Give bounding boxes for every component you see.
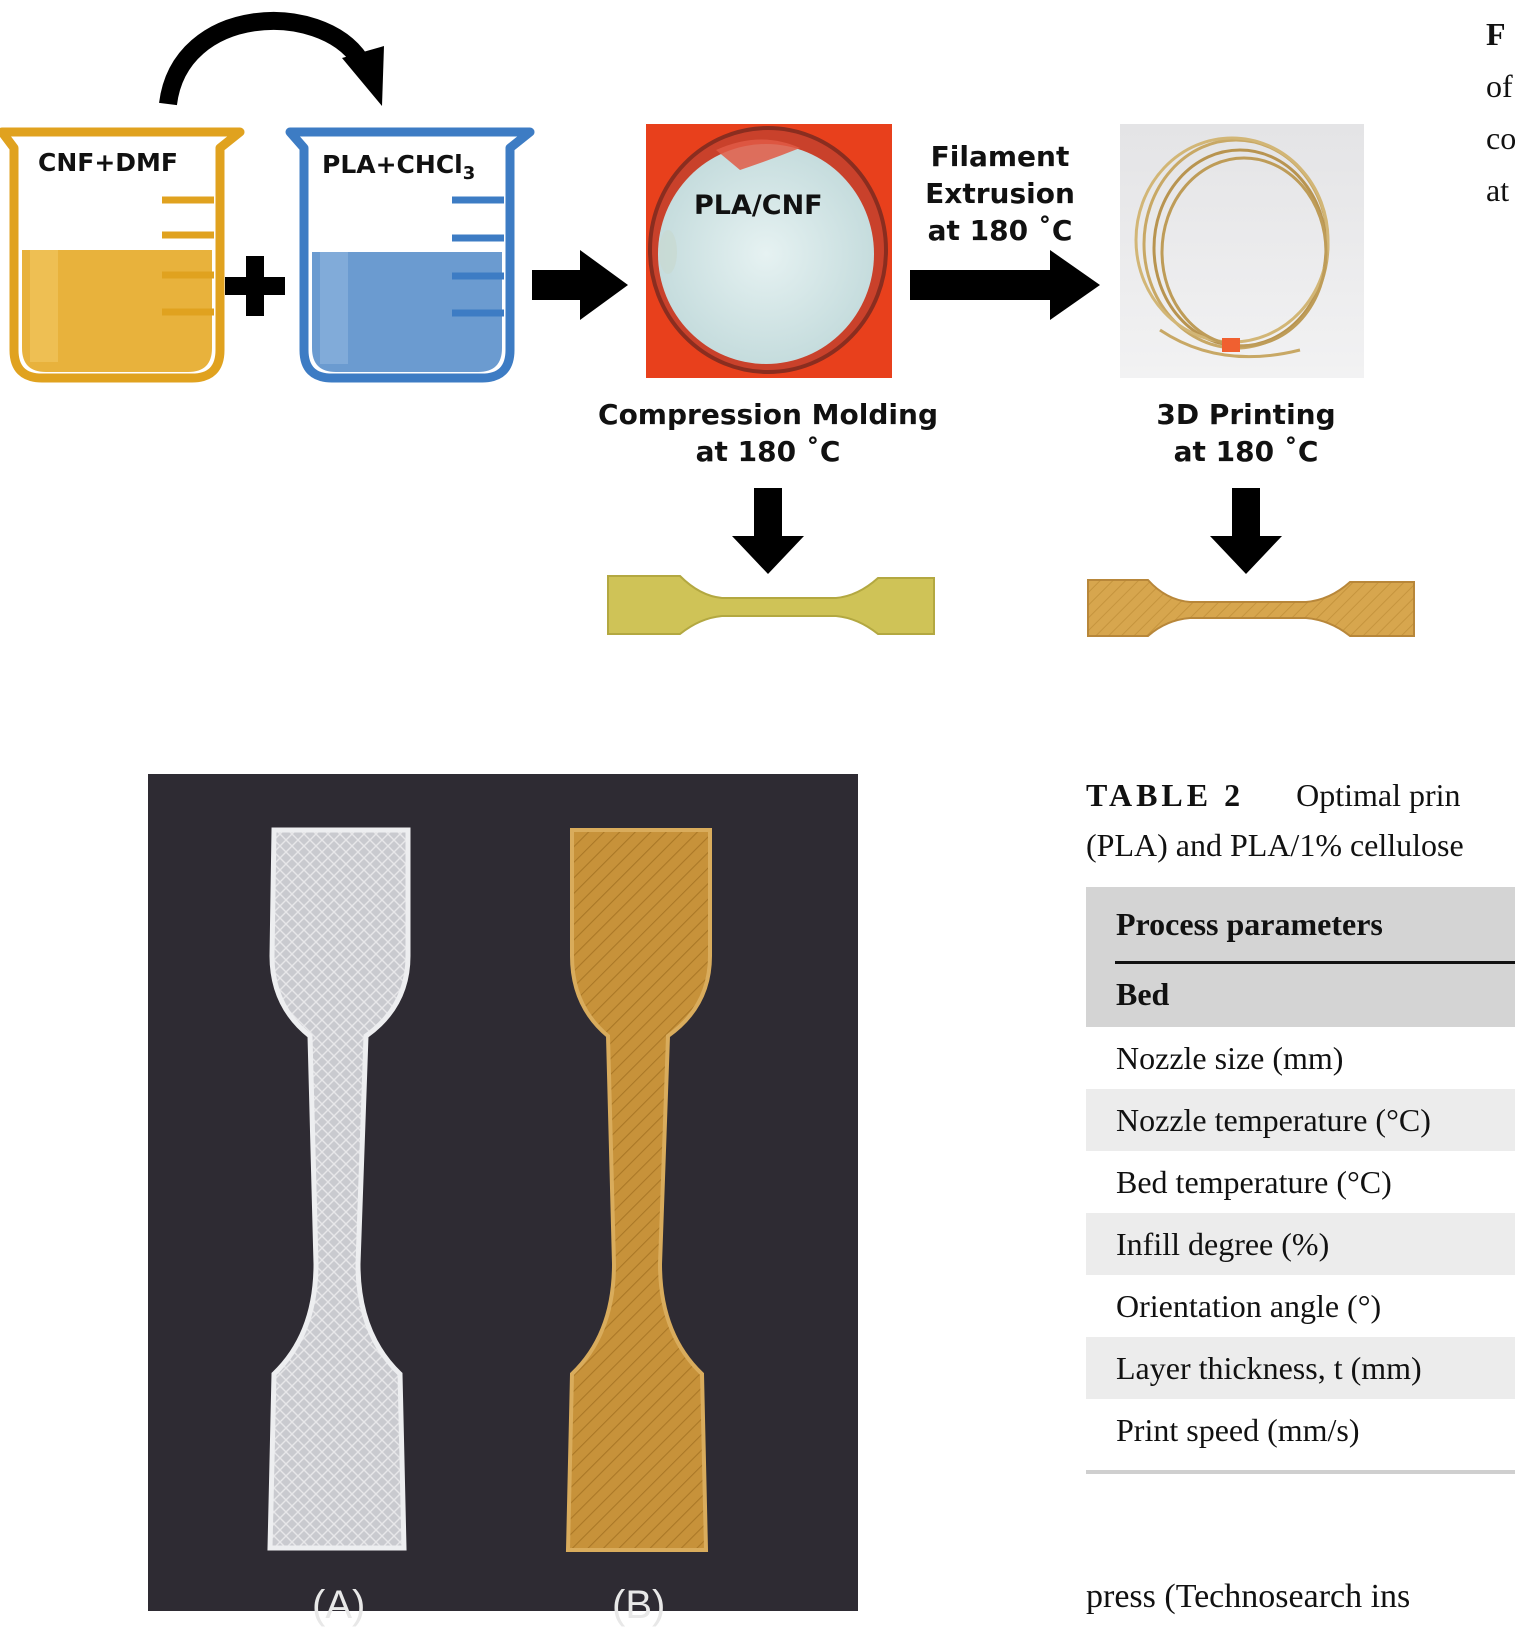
caption-line4: at — [1486, 172, 1510, 208]
specimen-b — [565, 828, 712, 1552]
process-parameters-table: Process parameters Bed Nozzle size (mm) … — [1086, 887, 1515, 1461]
table-cell: Infill degree (%) — [1086, 1213, 1515, 1275]
caption-line3: co — [1486, 120, 1515, 156]
body-text-fragment: press (Technosearch ins — [1086, 1578, 1411, 1615]
beaker-cnf-dmf — [0, 127, 245, 383]
dish-label: PLA/CNF — [694, 190, 823, 221]
printing-line2: at 180 ˚C — [1173, 435, 1319, 468]
table-cell: Layer thickness, t (mm) — [1086, 1337, 1515, 1399]
right-arrow-icon — [532, 250, 628, 320]
compression-step-label: Compression Molding at 180 ˚C — [580, 396, 956, 470]
table-row: Print speed (mm/s) — [1086, 1399, 1515, 1461]
extrusion-line2: Extrusion — [925, 177, 1075, 210]
table-header-rule — [1115, 961, 1515, 964]
beaker2-label-subscript: 3 — [462, 163, 476, 184]
table-title-line2: (PLA) and PLA/1% cellulose — [1086, 827, 1464, 863]
printing-line1: 3D Printing — [1156, 398, 1336, 431]
printed-specimen — [1087, 579, 1415, 637]
table-cell: Nozzle temperature (°C) — [1086, 1089, 1515, 1151]
table-row: Bed — [1086, 961, 1515, 1027]
extrusion-line1: Filament — [930, 140, 1070, 173]
table-cell: Bed — [1086, 961, 1515, 1027]
printing-step-label: 3D Printing at 180 ˚C — [1128, 396, 1364, 470]
extrusion-step-label: Filament Extrusion at 180 ˚C — [914, 138, 1086, 249]
caption-line2: of — [1486, 68, 1513, 104]
table-label: TABLE 2 — [1086, 777, 1245, 813]
table-cell: Orientation angle (°) — [1086, 1275, 1515, 1337]
molded-specimen — [607, 575, 935, 635]
pla-cnf-dish-photo — [646, 124, 892, 378]
table-header-cell: Process parameters — [1086, 887, 1515, 961]
specimen-photo — [148, 774, 858, 1611]
beaker2-label: PLA+CHCl3 — [322, 150, 475, 184]
down-arrow-icon — [732, 488, 804, 574]
process-diagram — [0, 12, 1415, 637]
beaker2-label-text: PLA+CHCl — [322, 150, 463, 179]
table-title-line1: TABLE 2 Optimal prin — [1086, 770, 1464, 820]
table-row: Layer thickness, t (mm) — [1086, 1337, 1515, 1399]
down-arrow-icon — [1210, 488, 1282, 574]
table-row: Nozzle size (mm) — [1086, 1027, 1515, 1089]
table-row: Bed temperature (°C) — [1086, 1151, 1515, 1213]
plus-icon — [225, 256, 285, 316]
compression-line1: Compression Molding — [598, 398, 938, 431]
table-cell: Bed temperature (°C) — [1086, 1151, 1515, 1213]
specimen-a — [267, 827, 411, 1551]
table-row: Infill degree (%) — [1086, 1213, 1515, 1275]
beaker1-label: CNF+DMF — [38, 148, 179, 177]
compression-line2: at 180 ˚C — [695, 435, 841, 468]
table-row: Orientation angle (°) — [1086, 1275, 1515, 1337]
transfer-arrow — [159, 12, 384, 106]
table-cell: Nozzle size (mm) — [1086, 1027, 1515, 1089]
table-bottom-rule — [1086, 1470, 1515, 1474]
figure-caption-fragment: F of co at — [1486, 8, 1515, 216]
table-title: TABLE 2 Optimal prin (PLA) and PLA/1% cel… — [1086, 770, 1464, 870]
filament-coil-photo — [1120, 124, 1364, 378]
table-row: Nozzle temperature (°C) — [1086, 1089, 1515, 1151]
table-title-text1: Optimal prin — [1296, 777, 1461, 813]
photo-label-b: (B) — [612, 1583, 666, 1627]
extrusion-line3: at 180 ˚C — [927, 214, 1073, 247]
table-cell: Print speed (mm/s) — [1086, 1399, 1515, 1461]
photo-label-a: (A) — [312, 1583, 366, 1627]
table-header-row: Process parameters — [1086, 887, 1515, 961]
extrusion-arrow-icon — [910, 250, 1100, 320]
beaker-pla-chcl3 — [285, 127, 535, 383]
caption-line1: F — [1486, 16, 1506, 52]
